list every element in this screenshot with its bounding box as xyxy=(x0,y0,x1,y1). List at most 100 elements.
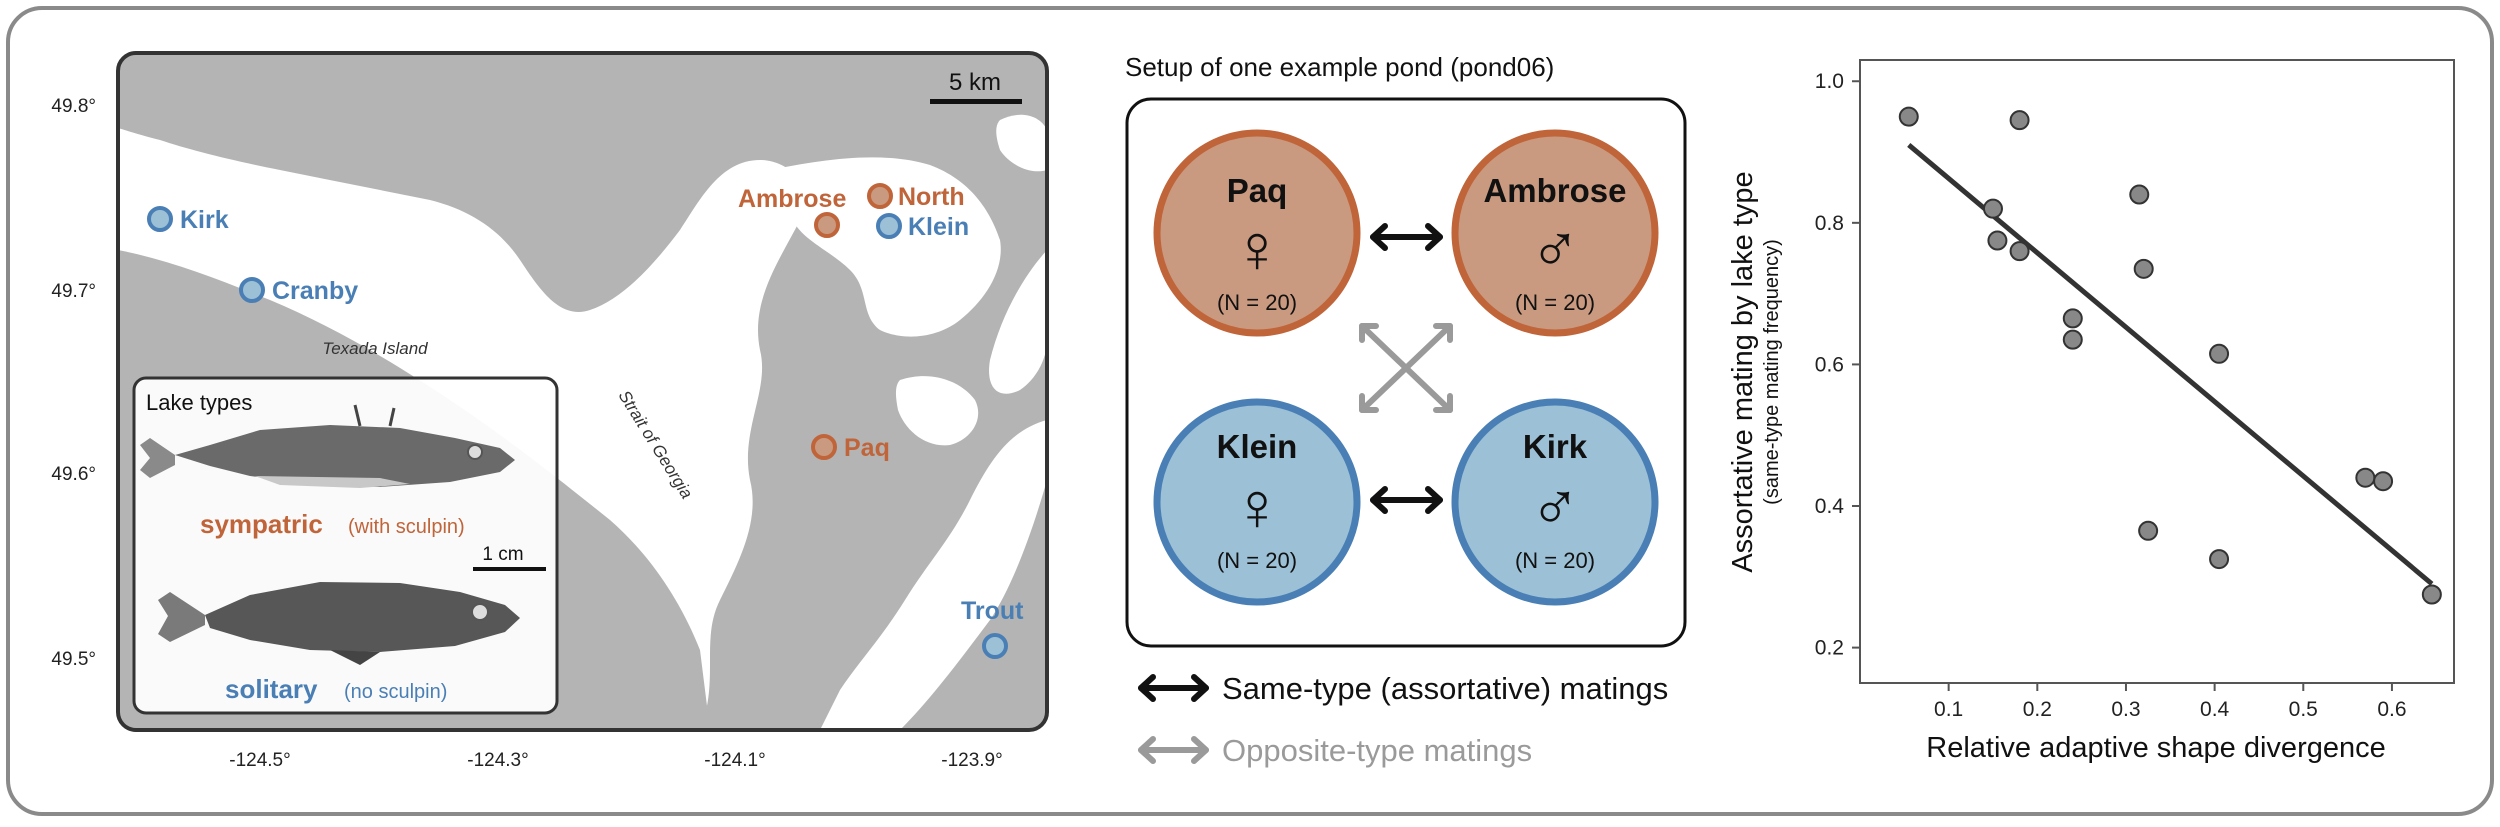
y-tick-label: 0.8 xyxy=(1815,212,1844,235)
lake-label: Klein xyxy=(908,213,969,241)
inset-scale-bar xyxy=(473,567,546,571)
solitary-fish-image xyxy=(158,582,520,665)
map-panel: 49.8° 49.7° 49.6° 49.5° -124.5° -124.3° … xyxy=(51,51,1049,771)
lake-types-inset: Lake types sympatric (with sculpin) 1 cm xyxy=(132,376,559,715)
map-scale-label: 5 km xyxy=(949,69,1001,96)
x-tick-label: 0.4 xyxy=(2200,698,2230,721)
node-n: (N = 20) xyxy=(1217,290,1297,315)
y-axis: 0.20.40.60.81.0 xyxy=(1815,70,1860,660)
data-point xyxy=(2062,329,2083,350)
node-n: (N = 20) xyxy=(1515,290,1595,315)
data-point xyxy=(2373,471,2394,492)
pond-legend: Same-type (assortative) matings Opposite… xyxy=(1138,671,1668,768)
legend-opposite-label: Opposite-type matings xyxy=(1222,733,1532,768)
pond-panel: Setup of one example pond (pond06) Paq ♀… xyxy=(1125,52,1687,768)
legend-same-label: Same-type (assortative) matings xyxy=(1222,671,1668,706)
male-icon: ♂ xyxy=(1530,469,1581,545)
chart-plot-area xyxy=(1859,59,2455,684)
female-icon: ♀ xyxy=(1232,211,1283,287)
lat-tick: 49.7° xyxy=(51,281,96,302)
pond-node-kirk: Kirk ♂ (N = 20) xyxy=(1451,398,1659,606)
pond-node-klein: Klein ♀ (N = 20) xyxy=(1153,398,1361,606)
lake-label: North xyxy=(898,183,965,211)
sympatric-label: sympatric xyxy=(200,509,323,539)
lon-tick: -123.9° xyxy=(941,750,1002,771)
node-name: Ambrose xyxy=(1483,172,1626,209)
data-points xyxy=(1898,106,2442,605)
data-point xyxy=(2009,110,2030,131)
inset-title: Lake types xyxy=(146,390,252,415)
data-point xyxy=(2209,343,2230,364)
y-axis-sublabel: (same-type mating frequency) xyxy=(1761,239,1783,505)
x-tick-label: 0.3 xyxy=(2111,698,2140,721)
node-n: (N = 20) xyxy=(1515,548,1595,573)
y-tick-label: 0.6 xyxy=(1815,353,1844,376)
pond-node-ambrose: Ambrose ♂ (N = 20) xyxy=(1451,129,1659,337)
lake-label: Cranby xyxy=(272,277,358,305)
map-scale-bar xyxy=(930,99,1022,104)
texada-island-label: Texada Island xyxy=(322,339,428,358)
female-icon: ♀ xyxy=(1232,469,1283,545)
mainland-lake-2 xyxy=(996,114,1047,172)
lake-marker-north[interactable]: North xyxy=(867,183,965,211)
lake-marker-klein[interactable]: Klein xyxy=(876,213,969,241)
sympatric-fish-image xyxy=(140,404,515,488)
mainland-lake xyxy=(895,376,979,446)
data-point xyxy=(2133,258,2154,279)
lake-markers: Kirk Cranby Ambrose North Klein Paq xyxy=(147,183,1024,659)
east-channel xyxy=(989,250,1047,394)
data-point xyxy=(2129,184,2150,205)
data-point xyxy=(1982,198,2003,219)
lon-tick: -124.1° xyxy=(704,750,765,771)
lon-tick-labels: -124.5° -124.3° -124.1° -123.9° xyxy=(229,750,1002,771)
x-tick-label: 0.5 xyxy=(2289,698,2318,721)
data-point xyxy=(1987,230,2008,251)
lake-marker-kirk[interactable]: Kirk xyxy=(147,206,229,234)
map-border xyxy=(116,51,1049,732)
data-point xyxy=(2138,520,2159,541)
y-axis-label: Assortative mating by lake type xyxy=(1727,171,1759,572)
pond-title: Setup of one example pond (pond06) xyxy=(1125,52,1554,82)
lat-tick: 49.8° xyxy=(51,96,96,117)
data-point xyxy=(1898,106,1919,127)
mainland-inlet xyxy=(769,157,1001,337)
data-point xyxy=(2421,584,2442,605)
x-tick-label: 0.1 xyxy=(1934,698,1963,721)
x-tick-label: 0.6 xyxy=(2377,698,2406,721)
lake-label: Paq xyxy=(844,434,890,462)
lake-marker-trout[interactable]: Trout xyxy=(961,597,1024,659)
solitary-note: (no sculpin) xyxy=(344,681,447,703)
lake-marker-cranby[interactable]: Cranby xyxy=(239,277,358,305)
east-shore xyxy=(900,480,1047,730)
lat-tick-labels: 49.8° 49.7° 49.6° 49.5° xyxy=(51,96,96,670)
node-name: Kirk xyxy=(1523,428,1588,465)
lake-marker-paq[interactable]: Paq xyxy=(811,434,890,462)
same-type-arrow-top xyxy=(1370,223,1443,251)
x-axis: 0.1 0.2 0.3 0.4 0.5 0.6 xyxy=(1934,683,2407,721)
node-name: Paq xyxy=(1227,172,1288,209)
node-name: Klein xyxy=(1217,428,1298,465)
inset-scale-label: 1 cm xyxy=(482,544,523,565)
lake-marker-ambrose[interactable]: Ambrose xyxy=(738,185,846,238)
data-point xyxy=(2009,241,2030,262)
lake-label: Kirk xyxy=(180,206,229,234)
y-tick-label: 1.0 xyxy=(1815,70,1844,93)
data-point xyxy=(2209,549,2230,570)
same-type-arrows xyxy=(1370,223,1443,514)
lake-label: Ambrose xyxy=(738,185,846,213)
y-tick-label: 0.4 xyxy=(1815,495,1845,518)
data-point xyxy=(2062,308,2083,329)
pond-node-paq: Paq ♀ (N = 20) xyxy=(1153,129,1361,337)
data-point xyxy=(2355,467,2376,488)
x-tick-label: 0.2 xyxy=(2023,698,2052,721)
male-icon: ♂ xyxy=(1530,211,1581,287)
lake-label: Trout xyxy=(961,597,1024,625)
lat-tick: 49.5° xyxy=(51,649,96,670)
solitary-label: solitary xyxy=(225,674,318,704)
lon-tick: -124.5° xyxy=(229,750,290,771)
legend-opposite-arrow xyxy=(1138,736,1209,764)
node-n: (N = 20) xyxy=(1217,548,1297,573)
lon-tick: -124.3° xyxy=(467,750,528,771)
